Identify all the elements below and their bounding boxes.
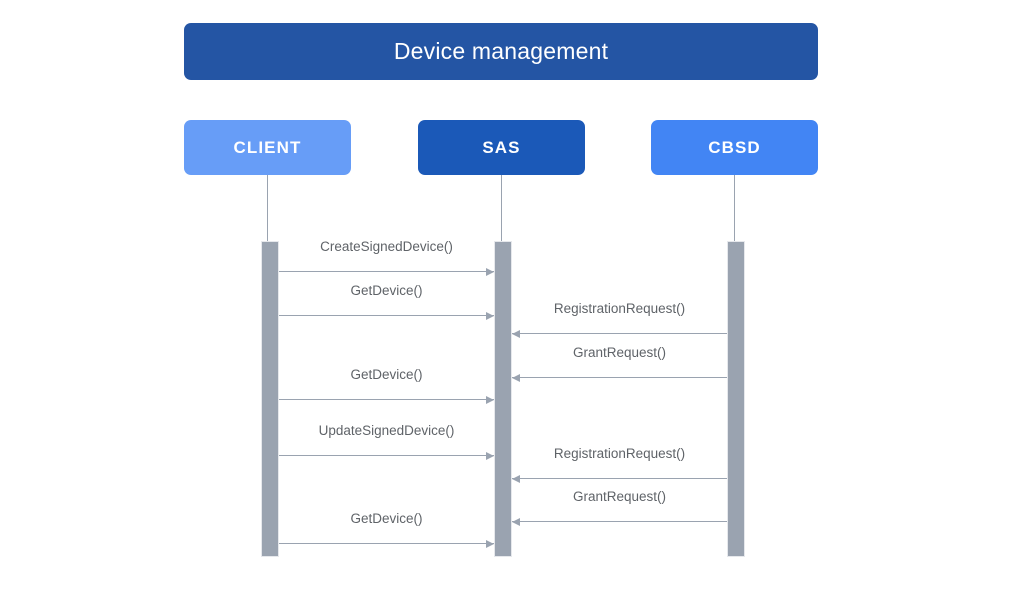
participant-label-sas: SAS (482, 137, 521, 157)
arrow-head-left-icon (512, 330, 520, 338)
message-9-right[interactable]: GetDevice() (279, 510, 494, 548)
activation-bar-sas (494, 241, 512, 557)
activation-bar-client (261, 241, 279, 557)
message-line (512, 521, 727, 522)
message-line (512, 333, 727, 334)
page-title: Device management (393, 38, 609, 64)
message-line (279, 399, 494, 400)
arrow-head-left-icon (512, 374, 520, 382)
arrow-head-right-icon (486, 312, 494, 320)
message-2-right[interactable]: GetDevice() (279, 282, 494, 320)
message-label: GetDevice() (350, 511, 423, 526)
message-label: UpdateSignedDevice() (318, 423, 455, 438)
message-line (279, 315, 494, 316)
message-label: GrantRequest() (572, 345, 667, 360)
arrow-head-right-icon (486, 452, 494, 460)
arrow-head-left-icon (512, 518, 520, 526)
message-8-left[interactable]: GrantRequest() (512, 488, 727, 526)
participant-box-client[interactable]: CLIENT (184, 120, 351, 175)
arrow-head-left-icon (512, 475, 520, 483)
arrow-head-right-icon (486, 396, 494, 404)
message-line (279, 543, 494, 544)
message-label: RegistrationRequest() (553, 301, 686, 316)
lifeline-sas (501, 175, 502, 241)
message-line (279, 271, 494, 272)
message-label: GetDevice() (350, 367, 423, 382)
message-line (279, 455, 494, 456)
arrow-head-right-icon (486, 268, 494, 276)
activation-bar-cbsd (727, 241, 745, 557)
message-4-left[interactable]: GrantRequest() (512, 344, 727, 382)
message-label: GetDevice() (350, 283, 423, 298)
arrow-head-right-icon (486, 540, 494, 548)
message-line (512, 377, 727, 378)
lifeline-client (267, 175, 268, 241)
message-7-left[interactable]: RegistrationRequest() (512, 445, 727, 483)
participant-label-cbsd: CBSD (708, 137, 761, 157)
participant-box-sas[interactable]: SAS (418, 120, 585, 175)
message-label: RegistrationRequest() (553, 446, 686, 461)
message-3-left[interactable]: RegistrationRequest() (512, 300, 727, 338)
participant-box-cbsd[interactable]: CBSD (651, 120, 818, 175)
message-label: CreateSignedDevice() (320, 239, 453, 254)
message-line (512, 478, 727, 479)
message-5-right[interactable]: GetDevice() (279, 366, 494, 404)
message-1-right[interactable]: CreateSignedDevice() (279, 238, 494, 276)
message-6-right[interactable]: UpdateSignedDevice() (279, 422, 494, 460)
diagram-title-bar: Device management (184, 23, 818, 80)
message-label: GrantRequest() (572, 489, 667, 504)
participant-label-client: CLIENT (233, 137, 302, 157)
lifeline-cbsd (734, 175, 735, 241)
